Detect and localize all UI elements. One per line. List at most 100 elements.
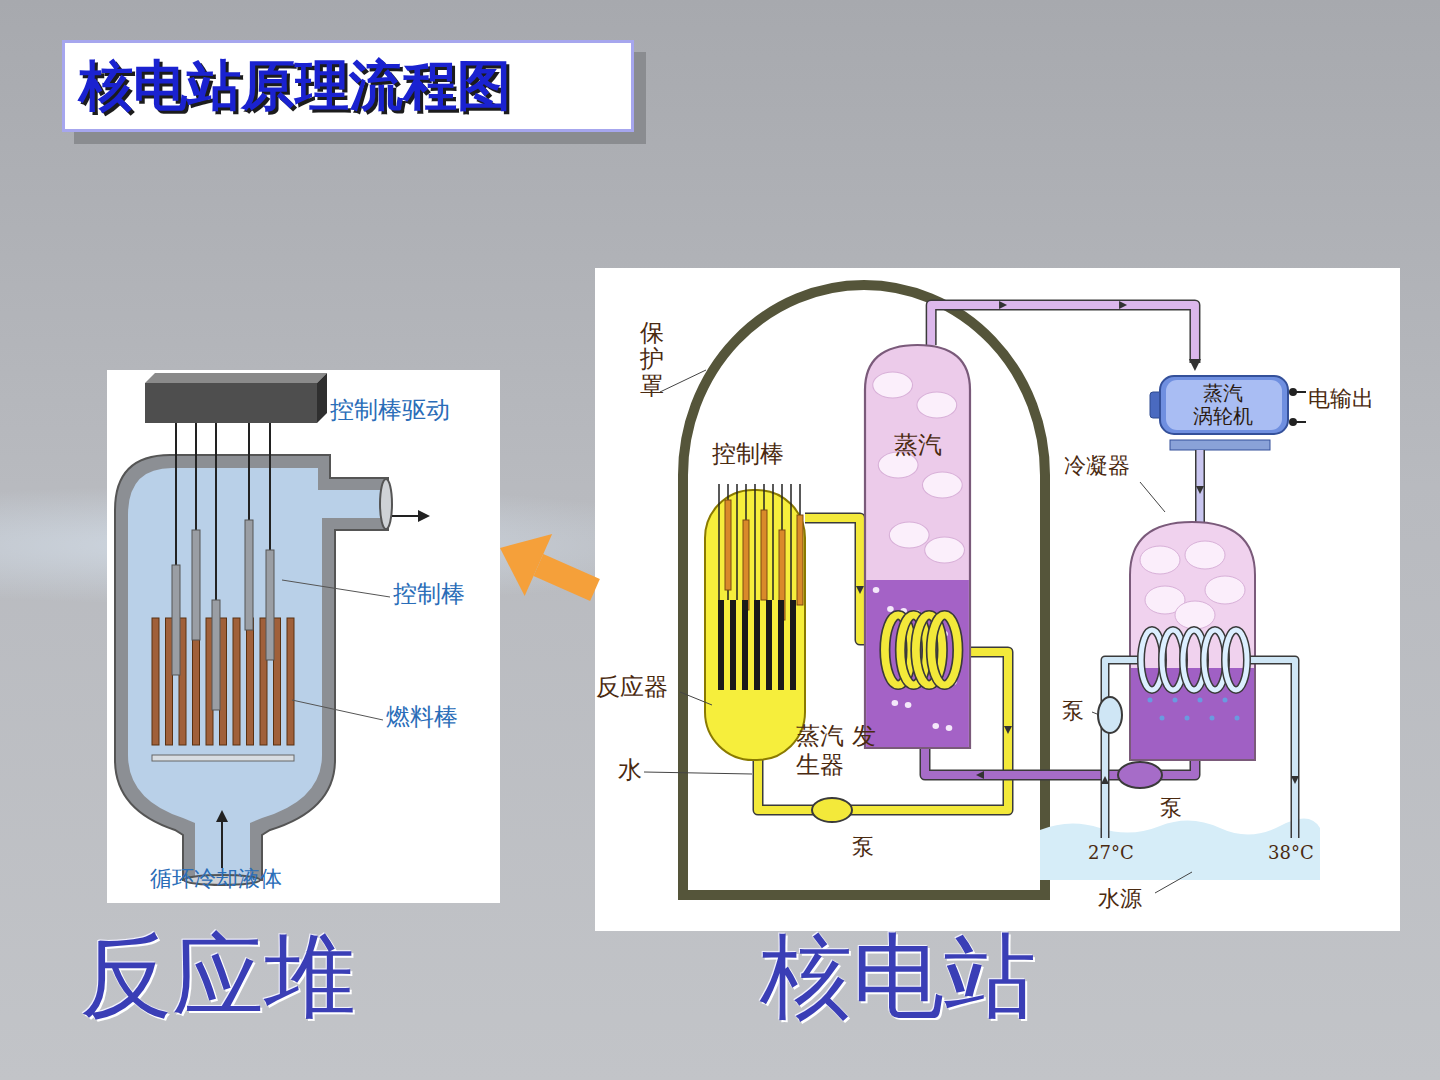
zoom-arrow — [500, 534, 595, 596]
steam-cloud — [1185, 541, 1225, 569]
heat-coil — [931, 615, 958, 685]
steam-cloud — [1175, 601, 1215, 629]
bubble — [887, 606, 894, 612]
water-drop — [1198, 698, 1203, 703]
inflow-head — [216, 810, 228, 822]
part-label: 冷凝器 — [1064, 453, 1130, 479]
part-label: 反应器 — [596, 673, 668, 702]
reactor-panel-box: 反应堆 — [107, 370, 500, 903]
control-rod — [761, 510, 767, 600]
outlet-end — [380, 479, 392, 529]
exhaust-pipe — [1197, 450, 1204, 522]
rod-cable — [248, 423, 250, 520]
support-plate — [152, 755, 294, 761]
rod-cable — [736, 484, 738, 600]
rod-cable — [215, 423, 217, 600]
condensate — [1131, 668, 1254, 759]
node-text: 核电站 — [760, 926, 1036, 1027]
flow-arrow — [1196, 486, 1204, 494]
steam-generator-shape — [865, 345, 970, 748]
fuel-rod — [742, 600, 748, 690]
water-drop — [1173, 698, 1178, 703]
turbine-highlight — [1166, 380, 1282, 430]
part-label: 泵 — [1062, 698, 1084, 724]
rod-cable — [269, 423, 271, 550]
cooling-pipe — [1245, 660, 1295, 838]
rod-cable — [195, 423, 197, 530]
bubble — [932, 723, 939, 729]
flow-arrow — [856, 586, 864, 594]
reactor-panel — [107, 370, 500, 903]
cooling-pipe-outline — [1105, 660, 1142, 838]
water-drop — [1185, 716, 1190, 721]
slide-title: 核电站原理流程图 — [62, 40, 634, 132]
rod-cable — [754, 484, 756, 600]
fuel-rod — [247, 618, 254, 745]
bubble — [892, 700, 899, 706]
terminal — [1289, 388, 1297, 396]
fuel-rod — [754, 600, 760, 690]
cooling-pipe-outline — [1245, 660, 1295, 838]
condenser-vessel — [1130, 522, 1255, 760]
steam-cloud — [922, 472, 962, 498]
pump — [1118, 762, 1162, 788]
outflow-head — [418, 510, 430, 522]
steam-generator-vessel — [865, 345, 970, 748]
leader-line — [1155, 872, 1192, 893]
fuel-rod — [718, 600, 724, 690]
pump — [812, 798, 852, 822]
part-label: 水源 — [1098, 886, 1142, 912]
leader-line — [644, 772, 752, 774]
flow-arrow — [1004, 726, 1012, 734]
temperature-label: 38°C — [1268, 842, 1314, 864]
node-text: 蒸汽 — [865, 429, 970, 461]
part-label: 电输出 — [1308, 386, 1374, 412]
fuel-rod — [152, 618, 159, 745]
part-label: 蒸汽 发生器 — [796, 722, 878, 780]
steam-cloud — [1205, 576, 1245, 604]
fuel-rod — [274, 618, 281, 745]
rod-cable — [718, 484, 720, 600]
temperature-label: 27°C — [1088, 842, 1134, 864]
arrow-head — [500, 534, 552, 596]
coolant — [128, 468, 380, 880]
part-label: 控制棒驱动 — [330, 396, 450, 425]
containment-dome — [683, 285, 1045, 895]
rod-cable — [772, 484, 774, 600]
steam-pipe — [931, 301, 1201, 371]
part-label: 水 — [618, 756, 642, 785]
plant-panel — [595, 268, 1400, 931]
steam-turbine: 蒸汽 涡轮机 — [1150, 370, 1295, 440]
heat-coil-outline — [931, 615, 958, 685]
fuel-rod — [166, 618, 173, 745]
fuel-rod — [778, 600, 784, 690]
steam-cloud — [1140, 546, 1180, 574]
control-rod — [266, 550, 274, 660]
rod-cable — [175, 423, 177, 565]
fuel-rod — [220, 618, 227, 745]
arrow-body — [538, 565, 595, 590]
water-drop — [1148, 698, 1153, 703]
control-rod — [245, 520, 253, 630]
flow-arrow — [1119, 301, 1127, 309]
fuel-rod — [233, 618, 240, 745]
fuel-rod — [766, 600, 772, 690]
control-rod — [192, 530, 200, 640]
plant-panel-box: 蒸汽蒸汽 涡轮机核电站 — [595, 268, 1400, 931]
arrow-head — [1189, 359, 1201, 371]
part-label: 保护罩 — [640, 320, 664, 399]
water-drop — [1160, 716, 1165, 721]
fuel-rod — [790, 600, 796, 690]
fuel-rod — [287, 618, 294, 745]
part-label: 泵 — [852, 834, 874, 860]
water-drop — [1235, 716, 1240, 721]
water-drop — [1223, 698, 1228, 703]
exhaust-pipe-outline — [1195, 450, 1205, 522]
steam-cloud — [889, 522, 929, 548]
bubble — [905, 702, 912, 708]
drive-box — [145, 383, 317, 423]
part-label: 循环冷却液体 — [150, 866, 282, 892]
cooling-coil — [1225, 630, 1247, 690]
node-text: 蒸汽 涡轮机 — [1190, 382, 1256, 428]
